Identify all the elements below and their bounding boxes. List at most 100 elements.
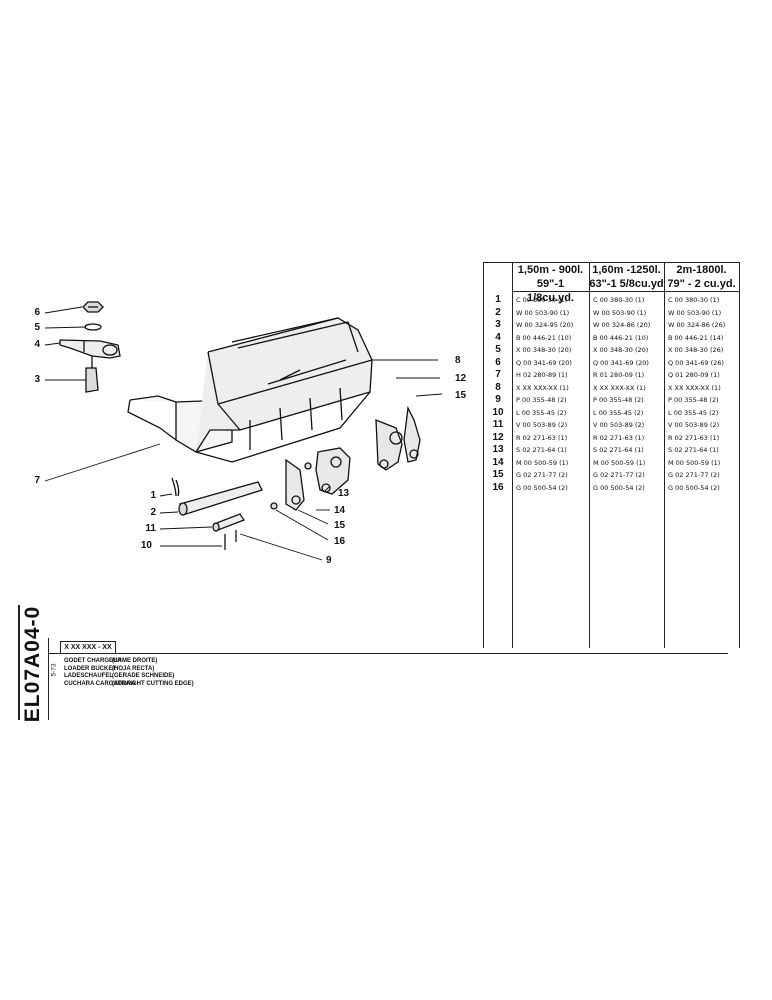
- clamp-plate-part: [59, 339, 121, 359]
- callout-16: 16: [334, 536, 346, 547]
- nut-part: [82, 301, 104, 313]
- part-number-cell: X 00 348-30 (20): [593, 346, 649, 354]
- description-detail: (LAME DROITE): [112, 658, 158, 664]
- part-number-cell: W 00 324-86 (26): [668, 321, 726, 329]
- document-code: EL07A04-0: [18, 606, 48, 722]
- description-name: LADESCHAUFEL: [64, 673, 113, 680]
- part-number-cell: X XX XXX-XX (1): [668, 383, 721, 392]
- part-number-cell: X 00 348-30 (20): [516, 346, 572, 354]
- column-divider: [664, 263, 665, 648]
- callout-10: 10: [140, 540, 152, 551]
- frame-line: [18, 605, 20, 720]
- header-divider: [512, 291, 740, 292]
- part-number-cell: V 00 503-89 (2): [516, 421, 568, 429]
- part-number-cell: M 00 500-59 (1): [668, 458, 721, 467]
- title-descriptions: GODET CHARGEUR(LAME DROITE)LOADER BUCKET…: [64, 658, 194, 688]
- sub-code: 5-73: [48, 655, 60, 685]
- table-row: 5 X 00 348-30 (20) X 00 348-30 (20) X 00 34…: [484, 344, 740, 357]
- callout-3: 3: [34, 374, 40, 385]
- pin-part: [171, 477, 180, 497]
- table-row: 7 H 02 280-89 (1) R 01 280-09 (1) Q 01 280-…: [484, 369, 740, 382]
- part-number-cell: G 02 271-77 (2): [668, 471, 720, 479]
- callout-11: 11: [145, 523, 156, 534]
- bucket-part: [127, 317, 373, 463]
- part-number-cell: W 00 324-86 (20): [593, 321, 651, 329]
- row-number: 3: [495, 319, 501, 330]
- callout-1: 1: [150, 490, 156, 501]
- description-line: CUCHARA CARGADORA(STRAIGHT CUTTING EDGE): [64, 681, 194, 689]
- column-divider: [589, 263, 590, 648]
- description-detail: (STRAIGHT CUTTING EDGE): [112, 680, 194, 687]
- column-header-3-size: 2m-1800l.: [676, 264, 727, 276]
- frame-line: [48, 638, 49, 720]
- row-number: 10: [492, 406, 504, 418]
- part-number-cell: Q 00 341-69 (26): [668, 358, 724, 367]
- column-divider: [739, 263, 740, 648]
- table-row: 14 M 00 500-59 (1) M 00 500-59 (1) M 00 500…: [484, 457, 740, 470]
- frame-line: [48, 653, 728, 654]
- callout-4: 4: [34, 339, 40, 350]
- callout-2: 2: [150, 507, 156, 518]
- description-name: LOADER BUCKET: [64, 665, 116, 672]
- callout-9: 9: [326, 555, 332, 566]
- row-number: 13: [492, 444, 504, 455]
- part-number-cell: C 00 380-30 (1): [593, 296, 645, 304]
- callout-14: 14: [334, 505, 346, 516]
- part-number-cell: G 00 500-54 (2): [516, 483, 568, 492]
- part-number-cell: L 00 355-45 (2): [668, 408, 719, 417]
- row-number: 7: [495, 369, 501, 380]
- small-pin-part: [212, 513, 245, 532]
- column-header-2: 1,60m -1250l. 63"-1 5/8cu.yd: [589, 263, 664, 291]
- column-header-1-capacity: 59"-1 1/8cu.yd.: [526, 278, 575, 304]
- part-number-cell: S 02 271-64 (1): [516, 446, 567, 454]
- part-number-cell: V 00 503-89 (2): [668, 421, 720, 429]
- column-header-3: 2m-1800l. 79" - 2 cu.yd.: [664, 263, 739, 291]
- row-number: 12: [492, 431, 504, 443]
- part-number-cell: C 00 380-30 (1): [668, 296, 720, 304]
- part-number-cell: W 00 503-90 (1): [668, 308, 722, 317]
- wear-plate-right-part: [315, 447, 351, 495]
- column-divider: [512, 263, 513, 648]
- row-number: 2: [495, 306, 501, 318]
- part-number-cell: M 00 500-59 (1): [593, 458, 646, 467]
- callout-6: 6: [34, 307, 40, 318]
- part-number-cell: G 02 271-77 (2): [593, 471, 645, 479]
- part-number-cell: R 02 271-63 (1): [668, 433, 720, 442]
- reference-code-box: X XX XXX - XX: [60, 641, 116, 654]
- column-header-1: 1,50m - 900l. 59"-1 1/8cu.yd.: [512, 263, 589, 305]
- part-number-cell: P 00 355-48 (2): [516, 396, 567, 404]
- bracket-12-part: [375, 419, 403, 471]
- row-number: 5: [495, 344, 501, 355]
- description-line: GODET CHARGEUR(LAME DROITE): [64, 658, 194, 666]
- row-number: 4: [495, 331, 501, 343]
- part-number-cell: Q 00 341-69 (20): [593, 358, 649, 367]
- part-number-cell: X XX XXX-XX (1): [593, 383, 646, 392]
- callout-12: 12: [455, 373, 467, 384]
- part-number-cell: X 00 348-30 (26): [668, 346, 724, 354]
- part-number-cell: Q 01 280-09 (1): [668, 371, 720, 379]
- row-number: 14: [492, 456, 504, 468]
- description-line: LOADER BUCKET(HOJA RECTA): [64, 666, 194, 674]
- part-number-cell: H 02 280-89 (1): [516, 371, 568, 379]
- part-number-cell: B 00 446-21 (14): [668, 333, 724, 342]
- row-number: 11: [492, 419, 504, 430]
- part-number-cell: R 01 280-09 (1): [593, 371, 645, 379]
- part-number-cell: C 00 380-30 (1): [516, 296, 568, 304]
- part-number-cell: W 00 503-90 (1): [516, 308, 570, 317]
- column-header-2-size: 1,60m -1250l.: [592, 264, 661, 276]
- callout-7: 7: [34, 475, 40, 486]
- description-name: CUCHARA CARGADORA: [64, 680, 136, 687]
- part-number-cell: M 00 500-59 (1): [516, 458, 569, 467]
- part-number-cell: W 00 324-95 (20): [516, 321, 574, 329]
- table-row: 3 W 00 324-95 (20) W 00 324-86 (20) W 00 32…: [484, 319, 740, 332]
- part-number-cell: P 00 355-48 (2): [593, 396, 644, 404]
- part-number-cell: L 00 355-45 (2): [593, 408, 644, 417]
